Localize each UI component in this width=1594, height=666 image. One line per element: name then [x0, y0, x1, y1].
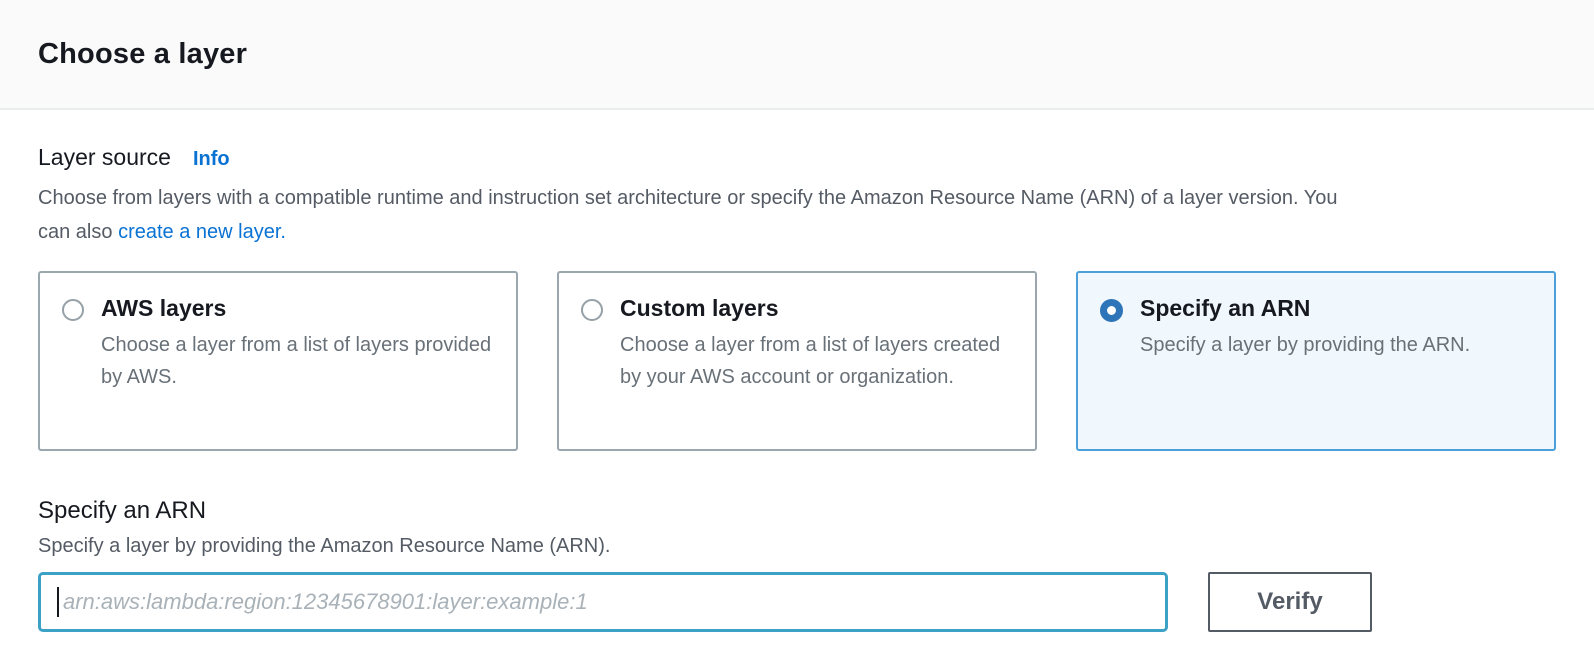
- card-text: AWS layers Choose a layer from a list of…: [101, 295, 496, 393]
- card-title: AWS layers: [101, 295, 227, 321]
- card-description: Choose a layer from a list of layers cre…: [620, 334, 1001, 388]
- card-description: Specify a layer by providing the ARN.: [1140, 334, 1471, 356]
- info-link[interactable]: Info: [192, 148, 230, 170]
- layer-source-label: Layer source: [38, 144, 171, 170]
- radio-unselected-icon[interactable]: [62, 299, 84, 321]
- dialog-body: Layer source Info Choose from layers wit…: [0, 110, 1594, 632]
- page-title: Choose a layer: [38, 37, 248, 70]
- option-card-aws-layers[interactable]: AWS layers Choose a layer from a list of…: [38, 271, 518, 451]
- card-title: Specify an ARN: [1140, 295, 1311, 321]
- layer-source-label-row: Layer source Info: [38, 144, 1556, 171]
- arn-input[interactable]: [38, 572, 1168, 632]
- card-title: Custom layers: [620, 295, 779, 321]
- layer-source-description-text: Choose from layers with a compatible run…: [38, 187, 1338, 243]
- radio-unselected-icon[interactable]: [581, 299, 603, 321]
- arn-input-row: Verify: [38, 572, 1556, 632]
- option-card-custom-layers[interactable]: Custom layers Choose a layer from a list…: [557, 271, 1037, 451]
- card-description: Choose a layer from a list of layers pro…: [101, 334, 492, 388]
- verify-button[interactable]: Verify: [1208, 572, 1372, 632]
- arn-input-wrapper: [38, 572, 1168, 632]
- create-new-layer-link[interactable]: create a new layer.: [118, 221, 286, 243]
- specify-arn-section: Specify an ARN Specify a layer by provid…: [38, 497, 1556, 632]
- text-cursor: [57, 587, 59, 617]
- layer-source-description: Choose from layers with a compatible run…: [38, 181, 1368, 249]
- specify-arn-description: Specify a layer by providing the Amazon …: [38, 535, 611, 557]
- dialog-header: Choose a layer: [0, 0, 1594, 110]
- card-text: Custom layers Choose a layer from a list…: [620, 295, 1015, 393]
- radio-selected-icon[interactable]: [1100, 299, 1123, 322]
- card-text: Specify an ARN Specify a layer by provid…: [1140, 295, 1470, 361]
- option-card-specify-arn[interactable]: Specify an ARN Specify a layer by provid…: [1076, 271, 1556, 451]
- specify-arn-title: Specify an ARN: [38, 497, 207, 524]
- layer-source-options: AWS layers Choose a layer from a list of…: [38, 271, 1556, 451]
